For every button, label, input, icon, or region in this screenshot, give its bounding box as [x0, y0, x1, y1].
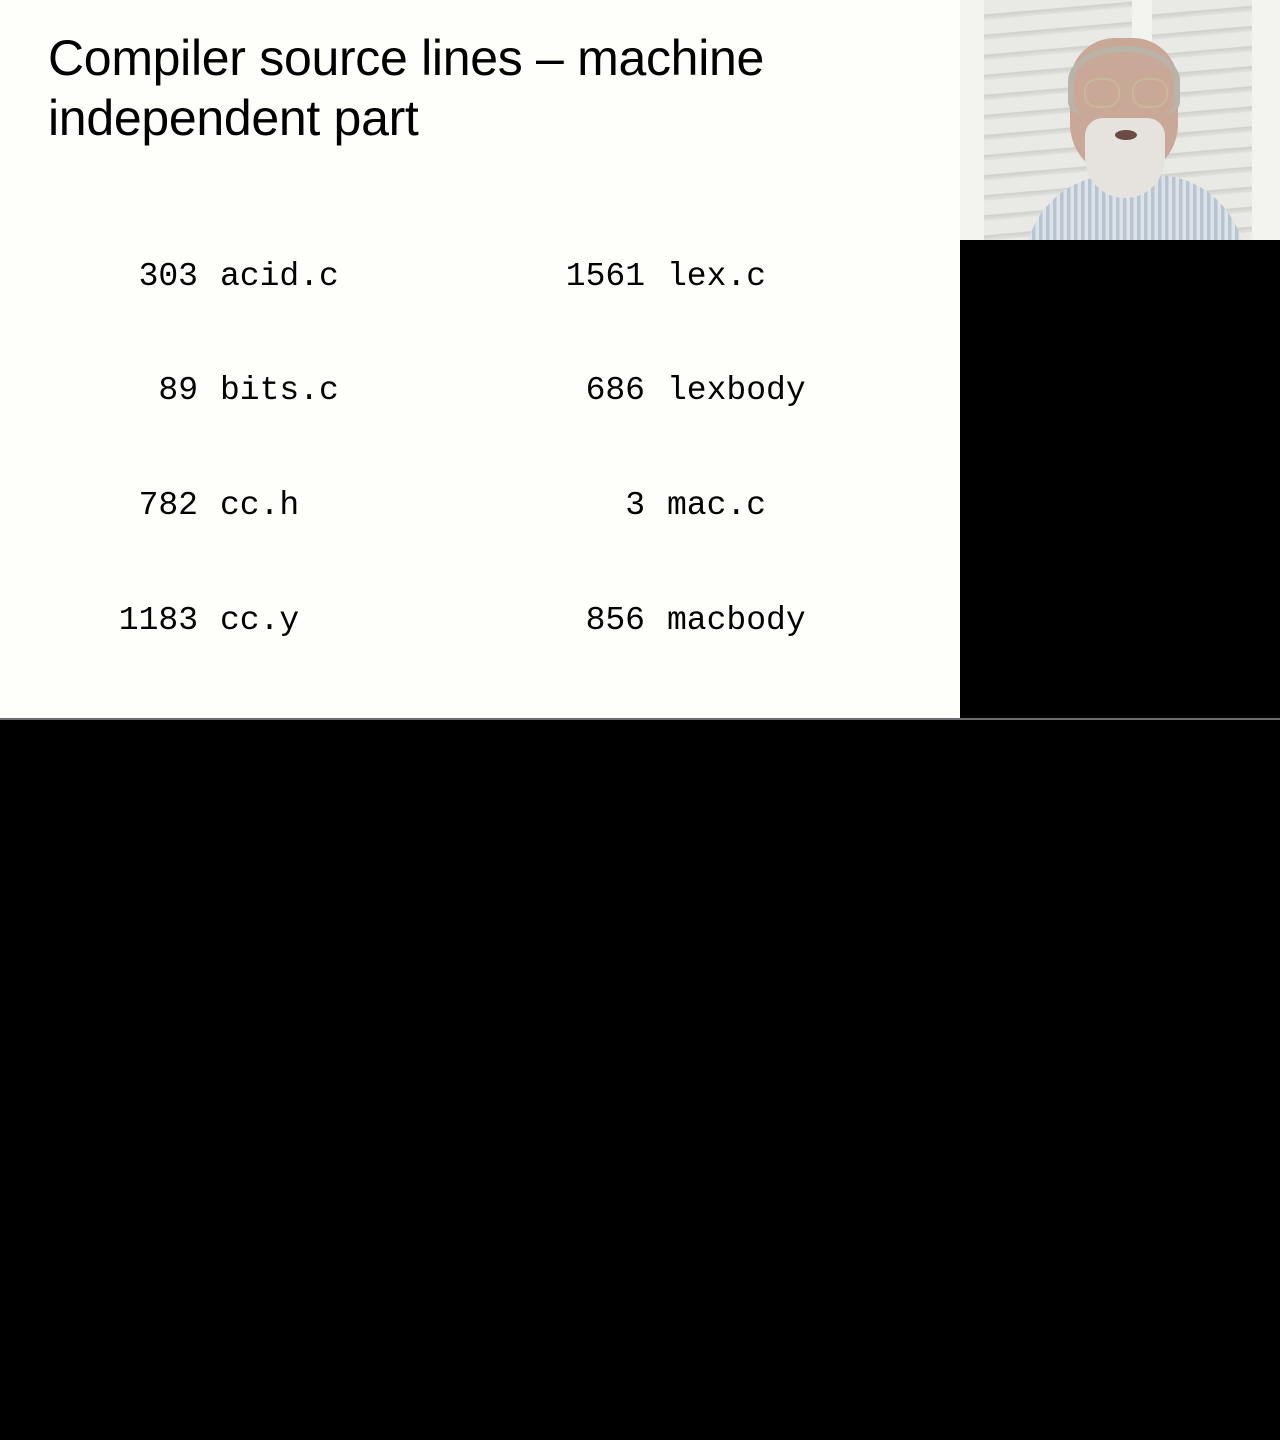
file-name: omachcap.c: [667, 717, 865, 755]
line-count: 1462: [118, 717, 198, 755]
listing-row: 1183 cc.y: [118, 602, 378, 640]
line-count: 1183: [118, 602, 198, 640]
file-listing-left: 303 acid.c 89 bits.c 782 cc.h 1183 cc.y 1462…: [118, 181, 378, 1440]
listing-row: 494 dpchk.c: [118, 1292, 378, 1330]
file-name: sub.c: [667, 1292, 766, 1330]
line-count: 686: [545, 372, 645, 410]
line-count: 8: [545, 717, 645, 755]
listing-row: 606 scon.c: [545, 1177, 865, 1215]
slide-title-line-2: independent part: [48, 88, 928, 148]
file-name: lexbody: [667, 372, 806, 410]
file-name: funct.c: [220, 1407, 359, 1440]
listing-row: 268 pickle.c: [545, 947, 865, 985]
window-frame: [1252, 0, 1280, 240]
file-name: bits.c: [220, 372, 339, 410]
listing-row: 79 compat: [118, 947, 378, 985]
listing-row: 89 bits.c: [118, 372, 378, 410]
file-name: acid.c: [220, 258, 339, 296]
line-count: 856: [545, 602, 645, 640]
listing-row: 619 com64.c: [118, 832, 378, 870]
listing-row: 1561 lex.c: [545, 258, 865, 296]
file-name: mac.c: [667, 487, 766, 525]
presenter-webcam-feed: [960, 0, 1280, 240]
line-count: 591: [545, 832, 645, 870]
file-name: scon.c: [667, 1177, 786, 1215]
file-name: dcl.c: [220, 1177, 319, 1215]
listing-row: 303 acid.c: [118, 258, 378, 296]
line-count: 400: [118, 1407, 198, 1440]
slide-panel: Compiler source lines – machine independ…: [0, 0, 960, 718]
line-count: 199: [545, 1062, 645, 1100]
line-count: 268: [545, 947, 645, 985]
file-name: compat: [220, 947, 339, 985]
file-name: cc.h: [220, 487, 299, 525]
file-name: com.c: [220, 717, 319, 755]
file-name: lex.c: [667, 258, 766, 296]
file-name-total: total: [667, 1407, 766, 1440]
glasses-icon: [1132, 78, 1168, 108]
line-count: 89: [118, 372, 198, 410]
file-name: pickle.c: [667, 947, 825, 985]
line-count: 3: [545, 487, 645, 525]
file-name: cc.y: [220, 602, 299, 640]
file-name: com64.c: [220, 832, 359, 870]
listing-row: 591 pgen.c: [545, 832, 865, 870]
listing-row-total: 13904 total: [545, 1407, 865, 1440]
window-frame: [960, 0, 984, 240]
listing-row: 856 macbody: [545, 602, 865, 640]
slide-title-line-1: Compiler source lines – machine: [48, 28, 928, 88]
slide-title: Compiler source lines – machine independ…: [48, 28, 928, 148]
file-name: pgen.c: [667, 832, 786, 870]
line-count: 619: [118, 832, 198, 870]
file-name: macbody: [667, 602, 806, 640]
file-listing-right: 1561 lex.c 686 lexbody 3 mac.c 856 macbody 8…: [545, 181, 865, 1440]
listing-row: 400 funct.c: [118, 1407, 378, 1440]
line-count: 47: [118, 1062, 198, 1100]
listing-row: 3 mac.c: [545, 487, 865, 525]
listing-row: 782 cc.h: [118, 487, 378, 525]
file-name: compat.c: [220, 1062, 378, 1100]
listing-row: 2032 sub.c: [545, 1292, 865, 1330]
glasses-icon: [1084, 78, 1120, 108]
file-name: pswt.c: [667, 1062, 786, 1100]
presenter-mouth: [1115, 130, 1137, 140]
line-count: 782: [118, 487, 198, 525]
listing-row: 47 compat.c: [118, 1062, 378, 1100]
listing-row: 199 pswt.c: [545, 1062, 865, 1100]
file-name: dpchk.c: [220, 1292, 359, 1330]
line-count: 2032: [545, 1292, 645, 1330]
line-count: 1561: [545, 258, 645, 296]
listing-row: 8 omachcap.c: [545, 717, 865, 755]
listing-row: 1636 dcl.c: [118, 1177, 378, 1215]
line-count: 1636: [118, 1177, 198, 1215]
line-count-total: 13904: [545, 1407, 645, 1440]
line-count: 494: [118, 1292, 198, 1330]
line-count: 79: [118, 947, 198, 985]
line-count: 606: [545, 1177, 645, 1215]
listing-row: 1462 com.c: [118, 717, 378, 755]
line-count: 303: [118, 258, 198, 296]
listing-row: 686 lexbody: [545, 372, 865, 410]
